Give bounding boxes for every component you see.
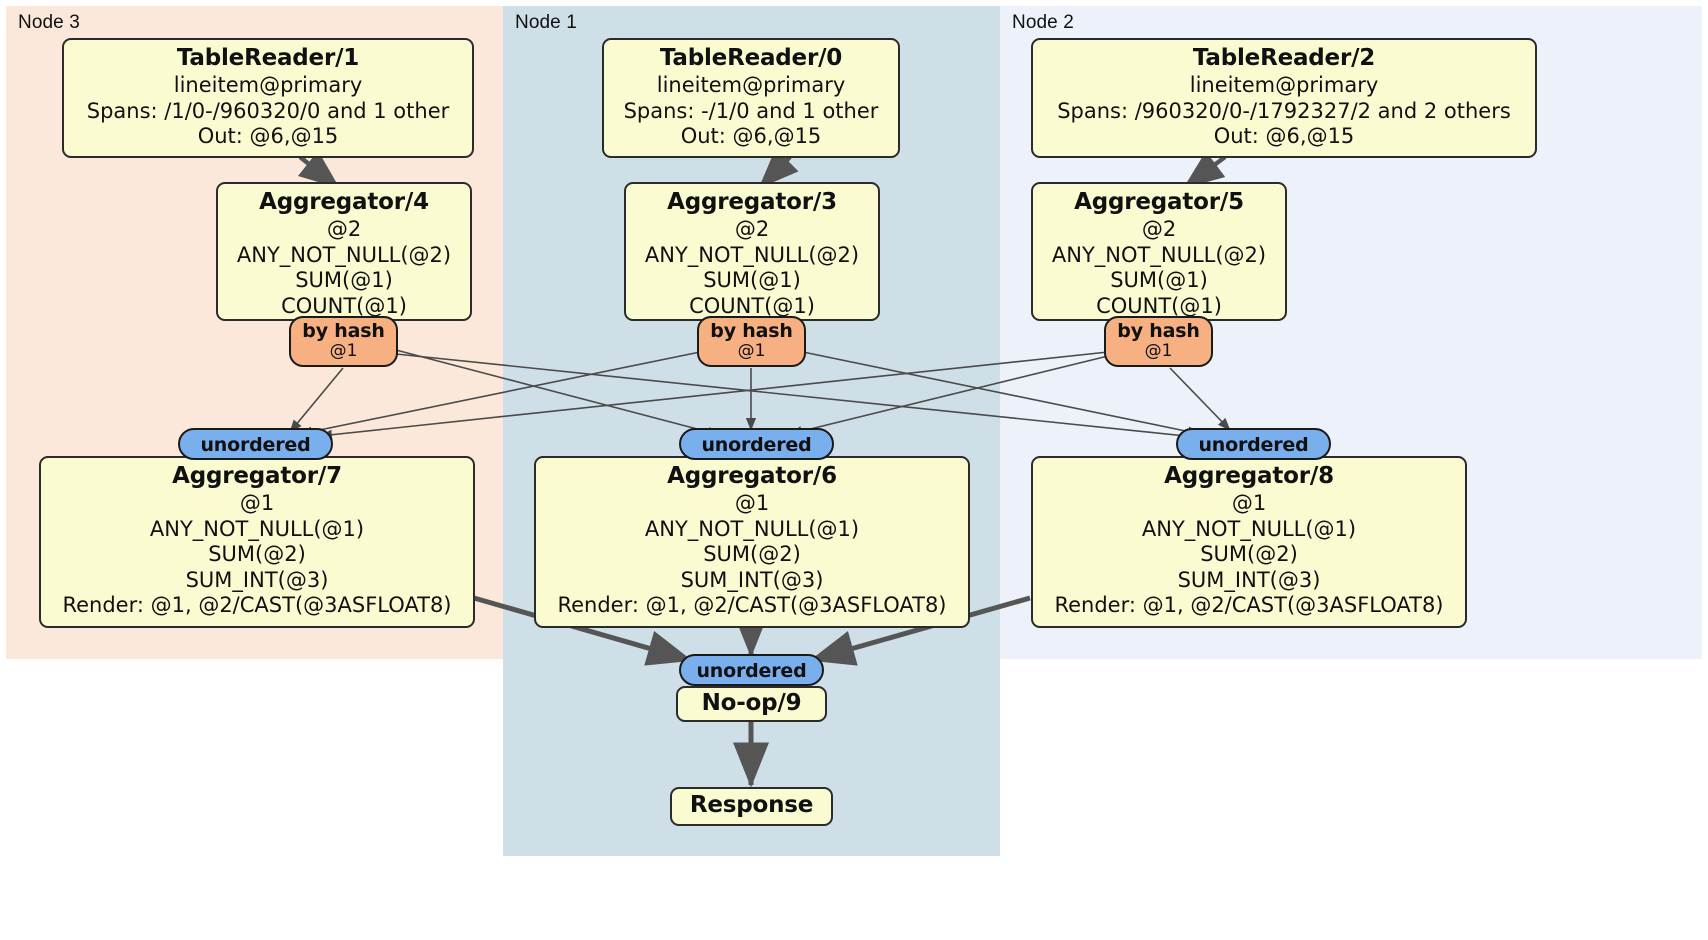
processor-line-agg2: SUM(@1) <box>295 268 393 292</box>
processor-title: Aggregator/3 <box>667 189 837 215</box>
processor-line-agg2: SUM(@2) <box>703 542 801 566</box>
processor-table-reader-0[interactable]: TableReader/0 lineitem@primary Spans: -/… <box>602 38 900 158</box>
processor-line-groupby: @2 <box>1141 217 1177 241</box>
processor-line-spans: Spans: /960320/0-/1792327/2 and 2 others <box>1057 98 1511 123</box>
processor-line-agg2: SUM(@1) <box>1110 268 1208 292</box>
node-panel-label-node3: Node 3 <box>18 12 80 33</box>
router-label: unordered <box>200 434 311 456</box>
processor-line-groupby: @1 <box>239 491 275 515</box>
processor-title: Aggregator/5 <box>1074 189 1244 215</box>
processor-line-agg2: SUM(@2) <box>1200 542 1298 566</box>
processor-aggregator-7[interactable]: Aggregator/7 @1 ANY_NOT_NULL(@1) SUM(@2)… <box>39 456 475 628</box>
router-sublabel: @1 <box>737 341 766 361</box>
router-label: by hash <box>710 320 793 342</box>
router-label: unordered <box>1198 434 1309 456</box>
processor-line-agg3: SUM_INT(@3) <box>680 567 824 592</box>
processor-line-table: lineitem@primary <box>1189 73 1379 97</box>
processor-aggregator-4[interactable]: Aggregator/4 @2 ANY_NOT_NULL(@2) SUM(@1)… <box>216 182 472 321</box>
processor-line-table: lineitem@primary <box>656 73 846 97</box>
processor-line-out: Out: @6,@15 <box>1213 124 1355 148</box>
processor-noop-9[interactable]: No-op/9 <box>676 686 827 722</box>
processor-line-agg3: COUNT(@1) <box>689 293 815 318</box>
processor-title: TableReader/1 <box>176 45 360 71</box>
processor-aggregator-5[interactable]: Aggregator/5 @2 ANY_NOT_NULL(@2) SUM(@1)… <box>1031 182 1287 321</box>
processor-title: TableReader/0 <box>659 45 843 71</box>
processor-title: Aggregator/4 <box>259 189 429 215</box>
processor-line-agg1: ANY_NOT_NULL(@2) <box>644 242 860 267</box>
processor-line-agg3: COUNT(@1) <box>281 293 407 318</box>
processor-title: Aggregator/7 <box>172 463 342 489</box>
processor-table-reader-1[interactable]: TableReader/1 lineitem@primary Spans: /1… <box>62 38 474 158</box>
router-sublabel: @1 <box>1144 341 1173 361</box>
node-panel-label-node1: Node 1 <box>515 12 577 33</box>
processor-line-render: Render: @1, @2/CAST(@3ASFLOAT8) <box>557 593 947 617</box>
processor-line-groupby: @2 <box>734 217 770 241</box>
node-panel-label-node2: Node 2 <box>1012 12 1074 33</box>
router-label: unordered <box>696 660 807 682</box>
processor-line-agg1: ANY_NOT_NULL(@1) <box>644 516 860 541</box>
processor-title: Aggregator/6 <box>667 463 837 489</box>
router-unordered-final[interactable]: unordered <box>679 654 824 686</box>
processor-aggregator-3[interactable]: Aggregator/3 @2 ANY_NOT_NULL(@2) SUM(@1)… <box>624 182 880 321</box>
router-unordered-left[interactable]: unordered <box>178 428 333 460</box>
processor-line-agg1: ANY_NOT_NULL(@1) <box>1141 516 1357 541</box>
router-label: by hash <box>1117 320 1200 342</box>
processor-line-agg2: SUM(@2) <box>208 542 306 566</box>
processor-line-spans: Spans: -/1/0 and 1 other <box>623 98 879 123</box>
processor-line-groupby: @2 <box>326 217 362 241</box>
processor-line-agg3: COUNT(@1) <box>1096 293 1222 318</box>
processor-line-agg1: ANY_NOT_NULL(@2) <box>236 242 452 267</box>
processor-line-render: Render: @1, @2/CAST(@3ASFLOAT8) <box>62 593 452 617</box>
processor-line-agg2: SUM(@1) <box>703 268 801 292</box>
processor-title: Aggregator/8 <box>1164 463 1334 489</box>
processor-line-agg3: SUM_INT(@3) <box>185 567 329 592</box>
router-unordered-right[interactable]: unordered <box>1176 428 1331 460</box>
processor-response[interactable]: Response <box>670 787 833 826</box>
router-unordered-center[interactable]: unordered <box>679 428 834 460</box>
router-by-hash-center[interactable]: by hash @1 <box>697 316 806 367</box>
processor-title: No-op/9 <box>701 689 802 716</box>
processor-line-groupby: @1 <box>734 491 770 515</box>
processor-line-table: lineitem@primary <box>173 73 363 97</box>
processor-line-agg3: SUM_INT(@3) <box>1177 567 1321 592</box>
router-label: unordered <box>701 434 812 456</box>
processor-line-groupby: @1 <box>1231 491 1267 515</box>
router-by-hash-left[interactable]: by hash @1 <box>289 316 398 367</box>
processor-aggregator-8[interactable]: Aggregator/8 @1 ANY_NOT_NULL(@1) SUM(@2)… <box>1031 456 1467 628</box>
processor-line-agg1: ANY_NOT_NULL(@2) <box>1051 242 1267 267</box>
processor-title: Response <box>689 792 814 818</box>
router-sublabel: @1 <box>329 341 358 361</box>
router-by-hash-right[interactable]: by hash @1 <box>1104 316 1213 367</box>
processor-aggregator-6[interactable]: Aggregator/6 @1 ANY_NOT_NULL(@1) SUM(@2)… <box>534 456 970 628</box>
router-label: by hash <box>302 320 385 342</box>
processor-table-reader-2[interactable]: TableReader/2 lineitem@primary Spans: /9… <box>1031 38 1537 158</box>
processor-line-out: Out: @6,@15 <box>680 124 822 148</box>
processor-line-agg1: ANY_NOT_NULL(@1) <box>149 516 365 541</box>
processor-line-render: Render: @1, @2/CAST(@3ASFLOAT8) <box>1054 593 1444 617</box>
processor-line-out: Out: @6,@15 <box>197 124 339 148</box>
processor-title: TableReader/2 <box>1192 45 1376 71</box>
processor-line-spans: Spans: /1/0-/960320/0 and 1 other <box>86 98 450 123</box>
